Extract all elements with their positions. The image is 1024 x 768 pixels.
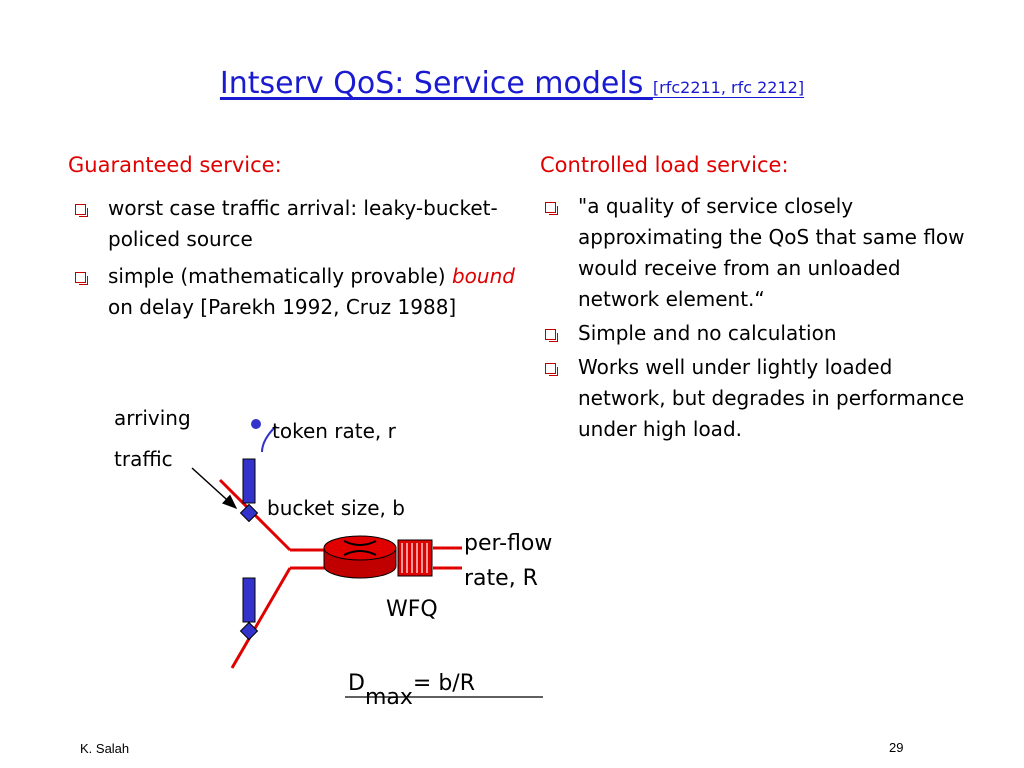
controlled-load-heading: Controlled load service: bbox=[540, 153, 789, 177]
list-item: simple (mathematically provable) bound o… bbox=[68, 261, 518, 323]
checkbox-bullet-icon bbox=[75, 204, 88, 217]
title-reference: [rfc2211, rfc 2212] bbox=[652, 78, 805, 97]
bottom-bucket bbox=[239, 577, 259, 641]
checkbox-bullet-icon bbox=[545, 202, 558, 215]
checkbox-bullet-icon bbox=[545, 329, 558, 342]
list-item: Simple and no calculation bbox=[538, 318, 978, 349]
slide-title: Intserv QoS: Service models [rfc2211, rf… bbox=[0, 66, 1024, 101]
page-number: 29 bbox=[889, 740, 904, 755]
list-item: Works well under lightly loaded network,… bbox=[538, 352, 978, 445]
formula-d: D bbox=[348, 671, 365, 696]
list-item: "a quality of service closely approximat… bbox=[538, 191, 978, 315]
per-flow-label: per-flow bbox=[464, 531, 553, 556]
delay-formula: Dmax= b/R bbox=[348, 671, 475, 710]
formula-subscript: max bbox=[364, 685, 413, 710]
rate-label: rate, R bbox=[464, 566, 538, 591]
token-arrow bbox=[251, 419, 277, 453]
wfq-queue bbox=[397, 539, 433, 577]
wfq-label: WFQ bbox=[386, 597, 438, 622]
arrival-arrow bbox=[191, 467, 238, 510]
formula-rhs: = b/R bbox=[412, 671, 475, 696]
controlled-load-bullets: "a quality of service closely approximat… bbox=[538, 191, 978, 451]
guaranteed-bullets: worst case traffic arrival: leaky-bucket… bbox=[68, 193, 518, 329]
checkbox-bullet-icon bbox=[545, 363, 558, 376]
token-rate-label: token rate, r bbox=[272, 419, 396, 443]
top-bucket bbox=[239, 458, 259, 523]
arriving-label: arriving bbox=[114, 406, 191, 430]
guaranteed-heading: Guaranteed service: bbox=[68, 153, 282, 177]
footer-author: K. Salah bbox=[80, 741, 130, 756]
list-item: worst case traffic arrival: leaky-bucket… bbox=[68, 193, 518, 255]
checkbox-bullet-icon bbox=[75, 272, 88, 285]
bucket-size-label: bucket size, b bbox=[267, 496, 405, 520]
traffic-label: traffic bbox=[114, 447, 173, 471]
title-main: Intserv QoS: Service models bbox=[219, 66, 653, 101]
bound-emphasis: bound bbox=[451, 264, 515, 288]
router-icon bbox=[323, 535, 397, 579]
